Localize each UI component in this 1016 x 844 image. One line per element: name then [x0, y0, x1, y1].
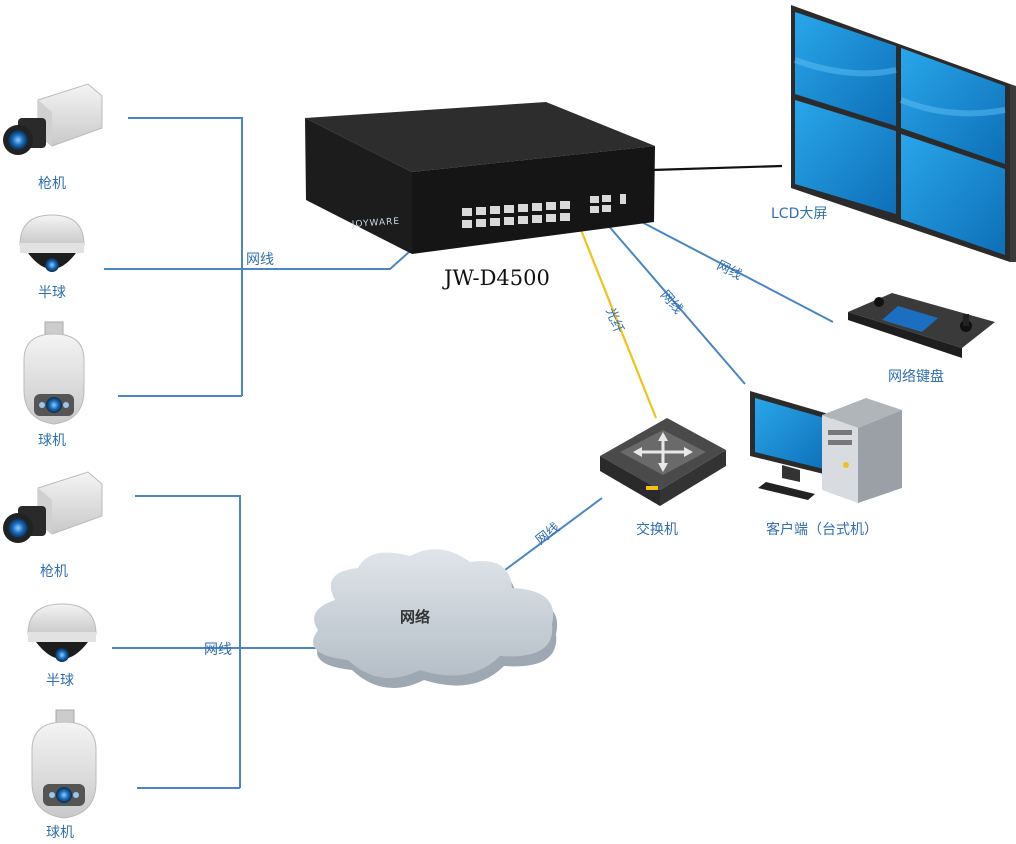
- cable-bullet-2: [135, 495, 241, 788]
- cable-keyboard: [633, 217, 834, 323]
- edge-label-group2: 网线: [204, 642, 232, 658]
- nvr-device: JOYWARE: [305, 102, 655, 254]
- dome-camera-2: [27, 603, 97, 662]
- desktop-client: [750, 391, 902, 503]
- network-keyboard: [848, 293, 995, 358]
- label-switch: 交换机: [636, 522, 678, 538]
- label-desktop-client: 客户端（台式机）: [766, 522, 878, 538]
- dome-camera-1: [19, 214, 85, 272]
- label-lcd-wall: LCD大屏: [771, 206, 828, 222]
- network-cloud: [313, 549, 558, 688]
- label-network-cloud: 网络: [400, 608, 431, 626]
- label-dome-camera-1: 半球: [38, 285, 66, 301]
- lcd-video-wall: [791, 5, 1016, 262]
- nvr-model-label: JW-D4500: [444, 266, 550, 290]
- label-ptz-camera-2: 球机: [46, 825, 74, 841]
- cable-bullet-1: [128, 117, 243, 396]
- network-switch: [600, 418, 726, 506]
- label-dome-camera-2: 半球: [46, 673, 74, 689]
- ptz-camera-1: [23, 321, 85, 425]
- cable-video: [651, 164, 783, 172]
- cable-fiber: [579, 229, 658, 419]
- ptz-camera-2: [31, 709, 97, 819]
- bullet-camera-2: [3, 471, 103, 543]
- edge-label-fiber: 光纤: [602, 306, 626, 336]
- label-network-keyboard: 网络键盘: [888, 369, 944, 385]
- label-ptz-camera-1: 球机: [38, 433, 66, 449]
- label-bullet-camera-1: 枪机: [38, 176, 66, 192]
- cable-dome-1: [104, 243, 419, 270]
- cables: [104, 117, 834, 789]
- label-bullet-camera-2: 枪机: [40, 564, 68, 580]
- edge-label-keyboard: 网线: [714, 258, 744, 283]
- edge-label-desktop: 网线: [657, 288, 685, 317]
- bullet-camera-1: [3, 83, 103, 155]
- cable-desktop: [606, 223, 746, 385]
- edge-label-group1: 网线: [246, 252, 274, 268]
- edge-label-switch-cloud: 网线: [533, 520, 563, 548]
- cable-switch-cloud: [504, 497, 603, 571]
- nvr-brand-logo: JOYWARE: [351, 217, 401, 230]
